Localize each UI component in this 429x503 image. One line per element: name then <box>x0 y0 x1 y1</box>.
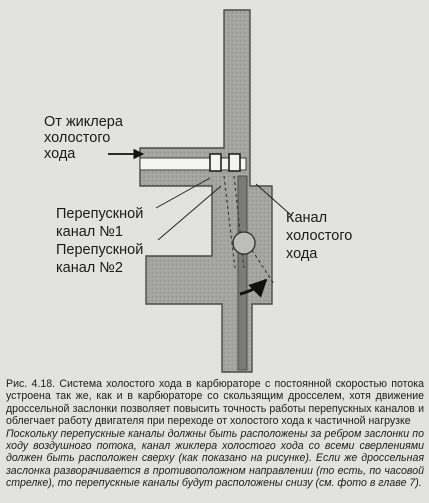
caption-note: Поскольку перепускные каналы должны быть… <box>6 427 424 490</box>
leader-bypass-2 <box>157 185 222 241</box>
leader-idle-channel <box>255 183 293 217</box>
figure-caption: Рис. 4.18. Система холостого хода в карб… <box>6 378 424 490</box>
label-bypass-1-line1: Перепускной <box>56 206 143 222</box>
carburetor-body <box>139 9 273 373</box>
label-from-idle-jet-1: От жиклера <box>44 114 124 130</box>
caption-main: Рис. 4.18. Система холостого хода в карб… <box>6 378 424 428</box>
label-bypass-2-line1: Перепускной <box>56 242 143 258</box>
rotation-arrow <box>239 278 268 298</box>
bypass-port-2 <box>228 153 241 172</box>
leader-bypass-1 <box>155 177 211 209</box>
label-idle-channel-3: хода <box>286 246 318 262</box>
label-bypass-2-line2: канал №2 <box>56 260 123 276</box>
bypass-port-1 <box>209 153 222 172</box>
throttle-spindle <box>232 231 256 255</box>
throttle-plate-open-path <box>251 249 275 285</box>
label-idle-channel-2: холостого <box>286 228 352 244</box>
throttle-shaft <box>237 175 248 371</box>
label-from-idle-jet-3: хода <box>44 146 76 162</box>
label-from-idle-jet-2: холостого <box>44 130 110 146</box>
label-idle-channel-1: Канал <box>286 210 327 226</box>
label-bypass-1-line2: канал №1 <box>56 224 123 240</box>
